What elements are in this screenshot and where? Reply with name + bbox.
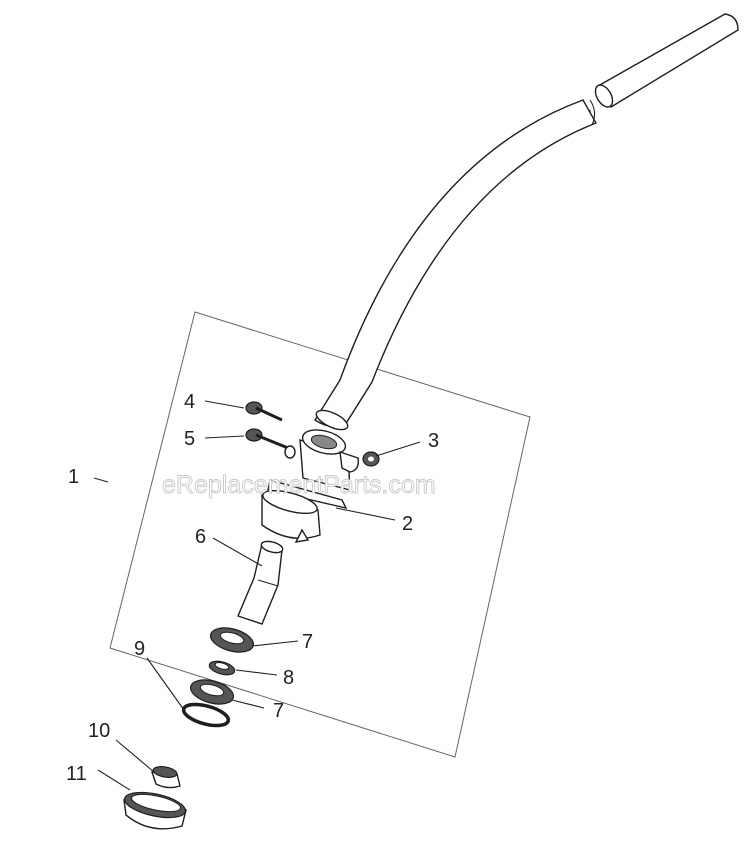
spacer (208, 660, 236, 676)
callout-6: 6 (195, 526, 206, 548)
callout-8: 8 (283, 667, 294, 689)
callout-10: 10 (88, 720, 110, 742)
leader-5 (204, 435, 245, 439)
callout-1: 1 (68, 466, 79, 488)
callout-9: 9 (134, 638, 145, 660)
leader-7b (231, 699, 265, 709)
shaft-tube-upper (594, 13, 739, 108)
screw-upper (245, 401, 283, 422)
leader-8 (235, 669, 278, 676)
callout-7-upper: 7 (302, 631, 313, 653)
callout-7-lower: 7 (273, 700, 284, 722)
nut (362, 451, 380, 467)
collar-ring (123, 791, 187, 830)
leader-7a (251, 640, 299, 647)
shaft-tube-curved (314, 99, 598, 431)
callout-labels: 1 2 3 4 5 6 7 8 7 9 10 11 (66, 391, 439, 785)
callout-3: 3 (428, 430, 439, 452)
leader-1 (93, 477, 109, 483)
screw-lower (245, 428, 289, 450)
callout-4: 4 (184, 391, 195, 413)
leader-2 (335, 507, 396, 521)
leader-10 (115, 739, 155, 773)
housing-clamp (261, 429, 360, 543)
leader-lines (93, 400, 421, 791)
small-bushing (151, 766, 181, 789)
bearing-upper (209, 627, 255, 653)
leader-6 (212, 537, 263, 567)
drive-shaft (237, 540, 284, 625)
leader-9 (146, 657, 185, 711)
assembly-group-outline (109, 311, 531, 758)
callout-2: 2 (402, 513, 413, 535)
callout-11: 11 (66, 763, 87, 785)
bearing-lower (189, 679, 235, 705)
snap-ring (181, 702, 231, 728)
leader-11 (97, 769, 131, 791)
leader-3 (375, 441, 421, 457)
leader-4 (204, 400, 245, 409)
watermark-text: eReplacementParts.com (162, 471, 436, 499)
callout-5: 5 (184, 428, 195, 450)
